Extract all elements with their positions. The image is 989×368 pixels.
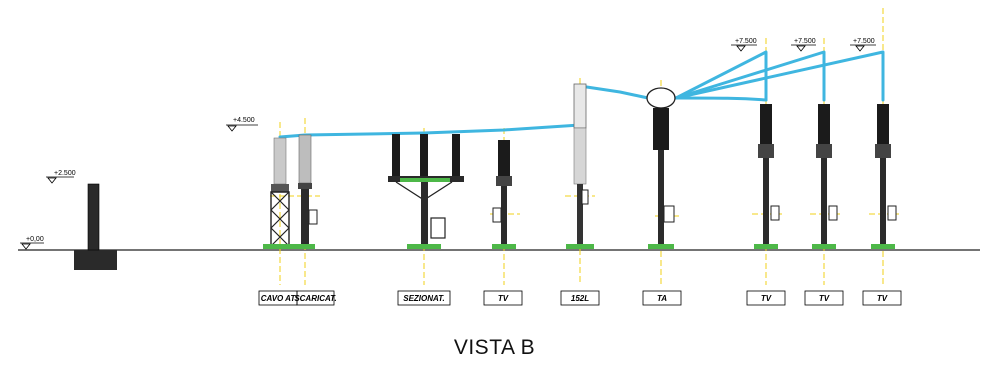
equipment-label: TV bbox=[761, 294, 772, 303]
equipment-label: TV bbox=[877, 294, 888, 303]
equipment-label: CAVO AT bbox=[261, 294, 297, 303]
voltage-transformer-1 bbox=[492, 140, 516, 249]
conductor-lines bbox=[278, 50, 885, 139]
level-marker-1: +2.500 bbox=[46, 170, 76, 184]
equipment-label: TV bbox=[498, 294, 509, 303]
disconnector bbox=[388, 134, 464, 249]
equipment-label: TV bbox=[819, 294, 830, 303]
foundation-block bbox=[74, 183, 117, 270]
level-label: +2.500 bbox=[54, 170, 76, 177]
current-transformer bbox=[646, 87, 676, 249]
level-label: +7.500 bbox=[794, 38, 816, 45]
equipment-label: SCARICAT. bbox=[294, 294, 336, 303]
level-label: +4.500 bbox=[233, 117, 255, 124]
voltage-transformer-4 bbox=[871, 104, 897, 249]
equipment-label: TA bbox=[657, 294, 667, 303]
voltage-transformer-3 bbox=[812, 104, 838, 249]
cable-terminal bbox=[263, 137, 293, 249]
equipment-label-boxes bbox=[258, 290, 902, 306]
level-label: +0,00 bbox=[26, 236, 44, 243]
line-trap bbox=[566, 83, 594, 249]
drawing-title: VISTA B bbox=[453, 336, 536, 359]
level-marker-0: +0,00 bbox=[20, 236, 44, 250]
level-marker-5: +7.500 bbox=[850, 38, 876, 52]
level-marker-3: +7.500 bbox=[731, 38, 757, 52]
equipment-label: SEZIONAT. bbox=[403, 294, 444, 303]
surge-arrester bbox=[293, 134, 318, 249]
equipment-label: 152L bbox=[571, 294, 589, 303]
level-marker-4: +7.500 bbox=[791, 38, 816, 52]
level-marker-2: +4.500 bbox=[226, 117, 258, 132]
level-label: +7.500 bbox=[853, 38, 875, 45]
level-label: +7.500 bbox=[735, 38, 757, 45]
voltage-transformer-2 bbox=[754, 104, 780, 249]
